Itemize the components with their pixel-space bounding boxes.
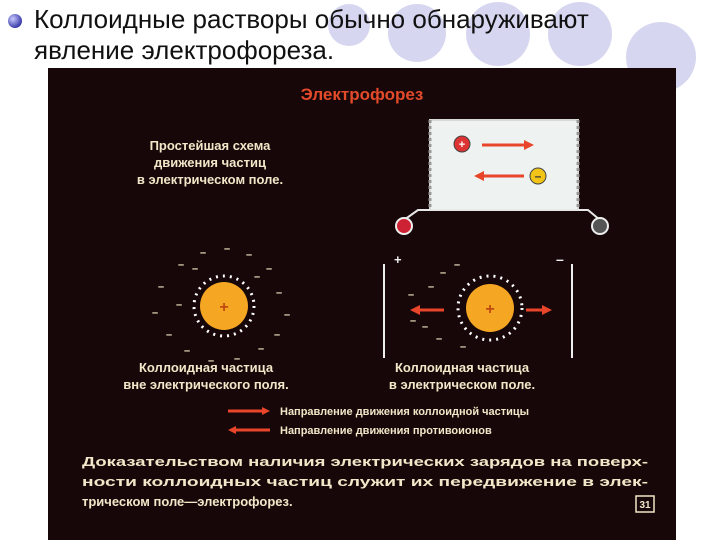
svg-text:–: – (246, 249, 252, 261)
scheme-caption-line: движения частиц (154, 155, 266, 170)
decorative-circle (466, 2, 530, 66)
svg-text:–: – (440, 267, 446, 279)
positive-electrode-icon (395, 217, 413, 235)
electrophoresis-illustration: Электрофорез Простейшая схема движения ч… (82, 85, 655, 513)
svg-text:–: – (158, 281, 164, 293)
svg-text:–: – (254, 271, 260, 283)
svg-text:–: – (274, 329, 280, 341)
svg-text:–: – (258, 343, 264, 355)
svg-text:–: – (152, 307, 158, 319)
particle-in-field: + – + ––– ––– –– (383, 251, 573, 358)
svg-text:+: + (485, 301, 494, 318)
svg-text:–: – (408, 289, 414, 301)
svg-text:–: – (422, 321, 428, 333)
svg-text:–: – (200, 247, 206, 259)
svg-text:–: – (460, 341, 466, 353)
svg-text:–: – (192, 263, 198, 275)
svg-text:+: + (394, 252, 402, 267)
svg-text:–: – (276, 287, 282, 299)
legend-label-particle: Направление движения коллоидной частицы (280, 406, 529, 418)
svg-text:–: – (166, 329, 172, 341)
svg-text:–: – (178, 259, 184, 271)
conclusion-line: ности коллоидных частиц служит их передв… (82, 474, 648, 489)
particle-inside-caption-line: Коллоидная частица (395, 360, 530, 375)
negative-electrode-icon (591, 217, 609, 235)
conclusion-line: трическом поле—электрофорез. (82, 494, 293, 509)
svg-text:+: + (219, 299, 228, 316)
conclusion-line: Доказательством наличия электрических за… (82, 454, 648, 469)
legend: Направление движения коллоидной частицы … (228, 406, 529, 437)
svg-text:–: – (184, 345, 190, 357)
electrophoresis-cell: + – (395, 119, 609, 235)
svg-text:–: – (208, 355, 214, 367)
bullet-text: Коллоидные растворы обычно обнаруживают … (34, 4, 589, 65)
decorative-circle (328, 4, 370, 46)
legend-label-counterions: Направление движения противоионов (280, 425, 492, 437)
bullet-icon (8, 14, 22, 28)
decorative-circle (548, 2, 612, 66)
particle-outside-field: + ––– ––– ––– ––– ––– ––– (152, 243, 290, 367)
particle-outside-caption-line: Коллоидная частица (139, 360, 274, 375)
svg-text:–: – (224, 243, 230, 255)
positive-ion-icon (453, 135, 471, 153)
svg-text:–: – (436, 333, 442, 345)
svg-text:–: – (410, 315, 416, 327)
slide-title: Электрофорез (301, 85, 424, 104)
svg-text:–: – (535, 169, 542, 183)
scheme-caption-line: Простейшая схема (150, 138, 272, 153)
svg-text:–: – (284, 309, 290, 321)
particle-outside-caption-line: вне электрического поля. (123, 377, 289, 392)
svg-text:–: – (266, 263, 272, 275)
svg-text:–: – (454, 259, 460, 271)
svg-text:–: – (176, 299, 182, 311)
svg-text:–: – (428, 281, 434, 293)
negative-ion-icon (529, 167, 547, 185)
scheme-caption-line: в электрическом поле. (137, 172, 283, 187)
svg-text:–: – (234, 353, 240, 365)
svg-text:–: – (556, 251, 564, 267)
particle-inside-caption-line: в электрическом поле. (389, 377, 535, 392)
page-number: 31 (639, 500, 651, 511)
bullet-item: Коллоидные растворы обычно обнаруживают … (8, 4, 648, 66)
decorative-circle (388, 4, 446, 62)
slide-image: Электрофорез Простейшая схема движения ч… (48, 68, 676, 540)
svg-text:+: + (459, 139, 465, 151)
